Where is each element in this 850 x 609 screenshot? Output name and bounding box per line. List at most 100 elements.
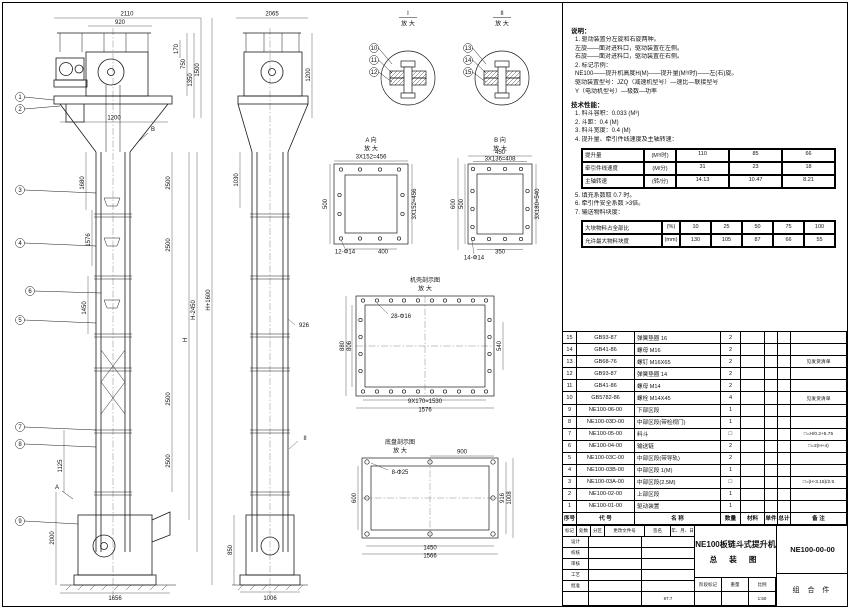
part-no: 15 (563, 332, 577, 345)
note-line: 1. 驱动装置分左旋和右旋两种。 (575, 37, 660, 43)
lump-size-table-row: 大块物料占全部比 (%) 10 25 50 75 100 (582, 221, 835, 235)
dim-label: 2110 (121, 12, 135, 18)
spec-value: 130 (680, 234, 711, 248)
capacity-table: 提升量 (M³/时) 110 85 66 牵引件线速度 (M/分) 31 23 (581, 147, 836, 189)
view-subtitle: 放 大 (493, 145, 507, 153)
dim-label: 600 (352, 492, 358, 503)
dim-label: 600 (451, 198, 457, 209)
title-block-revision-area: 标记 处数 分区 更改文件号 签名 年、月、日 设计 (563, 526, 695, 606)
part-remark: 见发货清单 (791, 392, 847, 405)
note-line: 驱动装置型号：JZQ（减速机型号）—速比—联接型号 (575, 79, 719, 86)
part-total-weight (778, 452, 791, 465)
part-name: 螺栓 M14X45 (635, 392, 721, 405)
dim-label: H+1600 (206, 289, 212, 311)
part-total-weight (778, 476, 791, 489)
part-no: 13 (563, 356, 577, 369)
parts-row: 8 NE100-03D-00 中部区段(带检视门) 1 (563, 416, 847, 429)
dim-label: 1030 (234, 173, 240, 187)
signature-role-label: 审核 (563, 559, 589, 570)
balloon-label: 8 (18, 442, 22, 448)
part-material (741, 500, 765, 513)
dim-label: 1200 (306, 68, 312, 82)
signature-row: 设计 (563, 537, 695, 548)
part-material (741, 440, 765, 453)
part-material (741, 488, 765, 501)
dim-label: 1350 (188, 73, 194, 87)
balloon-label: 15 (465, 70, 472, 76)
stage-label: 阶段标记 (695, 578, 722, 592)
side-view-dim-labels: 2065 1200 1030 926 850 1006 II (228, 12, 312, 603)
view-subtitle: 放 大 (418, 285, 432, 293)
part-no: 3 (563, 476, 577, 489)
signature-cell (589, 581, 642, 592)
part-name: 上部区段 (635, 488, 721, 501)
part-no: 9 (563, 404, 577, 417)
parts-header-code: 代 号 (577, 512, 635, 525)
part-unit-weight (765, 368, 778, 381)
date-row: 97.7 (563, 592, 695, 606)
spec-line: 5. 填充系数取 0.7 时。 (575, 192, 636, 199)
part-total-weight (778, 416, 791, 429)
part-qty: 1 (721, 416, 741, 429)
part-unit-weight (765, 344, 778, 357)
part-no: 2 (563, 488, 577, 501)
part-name: 螺母 M14 (635, 380, 721, 393)
spec-value: 55 (804, 234, 835, 248)
part-qty: 1 (721, 500, 741, 513)
blank-cell (589, 592, 642, 606)
panel-spacer (563, 251, 847, 331)
spec-value: 87 (742, 234, 773, 248)
note-line: 右旋——面对进料口，驱动装置在右侧。 (575, 54, 684, 61)
parts-row: 2 NE100-02-00 上部区段 1 (563, 488, 847, 501)
balloon-label: 4 (18, 241, 22, 247)
part-qty: □ (721, 476, 741, 489)
revision-header-cell: 标记 (563, 526, 577, 537)
part-code: GB41-86 (577, 380, 635, 393)
part-unit-weight (765, 356, 778, 369)
signature-row: 校核 (563, 548, 695, 559)
part-qty: 2 (721, 440, 741, 453)
part-code: NE100-03A-00 (577, 476, 635, 489)
spec-row-unit: (%) (662, 221, 680, 235)
spec-value: 18 (782, 161, 835, 175)
note-line: NE100——提升机高度H(M)——提升量(M³/时)——左(右)旋。 (575, 71, 738, 78)
part-material (741, 344, 765, 357)
view-title: B 向 (494, 136, 506, 144)
revision-header-cell: 签名 (645, 526, 671, 537)
dim-label: 1006 (263, 596, 277, 602)
signature-row: 工艺 (563, 570, 695, 581)
drawing-canvas: 2110 920 170 750 1350 1500 1200 1680 157… (15, 11, 541, 603)
balloon-label: 13 (465, 46, 472, 52)
part-qty: 2 (721, 356, 741, 369)
part-unit-weight (765, 500, 778, 513)
part-no: 6 (563, 440, 577, 453)
part-code: GB93-87 (577, 368, 635, 381)
part-code: NE100-03B-00 (577, 464, 635, 477)
part-unit-weight (765, 380, 778, 393)
part-total-weight (778, 500, 791, 513)
part-remark (791, 368, 847, 381)
view-title: 底盘剖示图 (385, 438, 415, 446)
signature-date-cell (642, 548, 695, 559)
part-total-weight (778, 356, 791, 369)
parts-row: 15 GB93-87 弹簧垫圈 16 2 (563, 332, 847, 345)
spec-row-unit: (mm) (662, 234, 680, 248)
signature-row: 审核 (563, 559, 695, 570)
signature-role-label: 批准 (563, 581, 589, 592)
revision-header-cell: 处数 (577, 526, 591, 537)
part-material (741, 368, 765, 381)
front-view-balloon-labels: 1 2 3 4 5 6 7 8 9 (18, 95, 32, 525)
part-remark: □=(H-3.15)/2.5 (791, 476, 847, 489)
part-qty: 2 (721, 344, 741, 357)
part-qty: 2 (721, 380, 741, 393)
spec-row-unit: (M³/时) (644, 148, 676, 162)
part-total-weight (778, 392, 791, 405)
parts-row: 12 GB93-87 弹簧垫圈 14 2 (563, 368, 847, 381)
part-unit-weight (765, 452, 778, 465)
part-name: 螺母 M16 (635, 344, 721, 357)
part-unit-weight (765, 332, 778, 345)
part-remark: 见发货清单 (791, 356, 847, 369)
part-no: 8 (563, 416, 577, 429)
drawing-title-line2: 总 装 图 (709, 554, 762, 564)
